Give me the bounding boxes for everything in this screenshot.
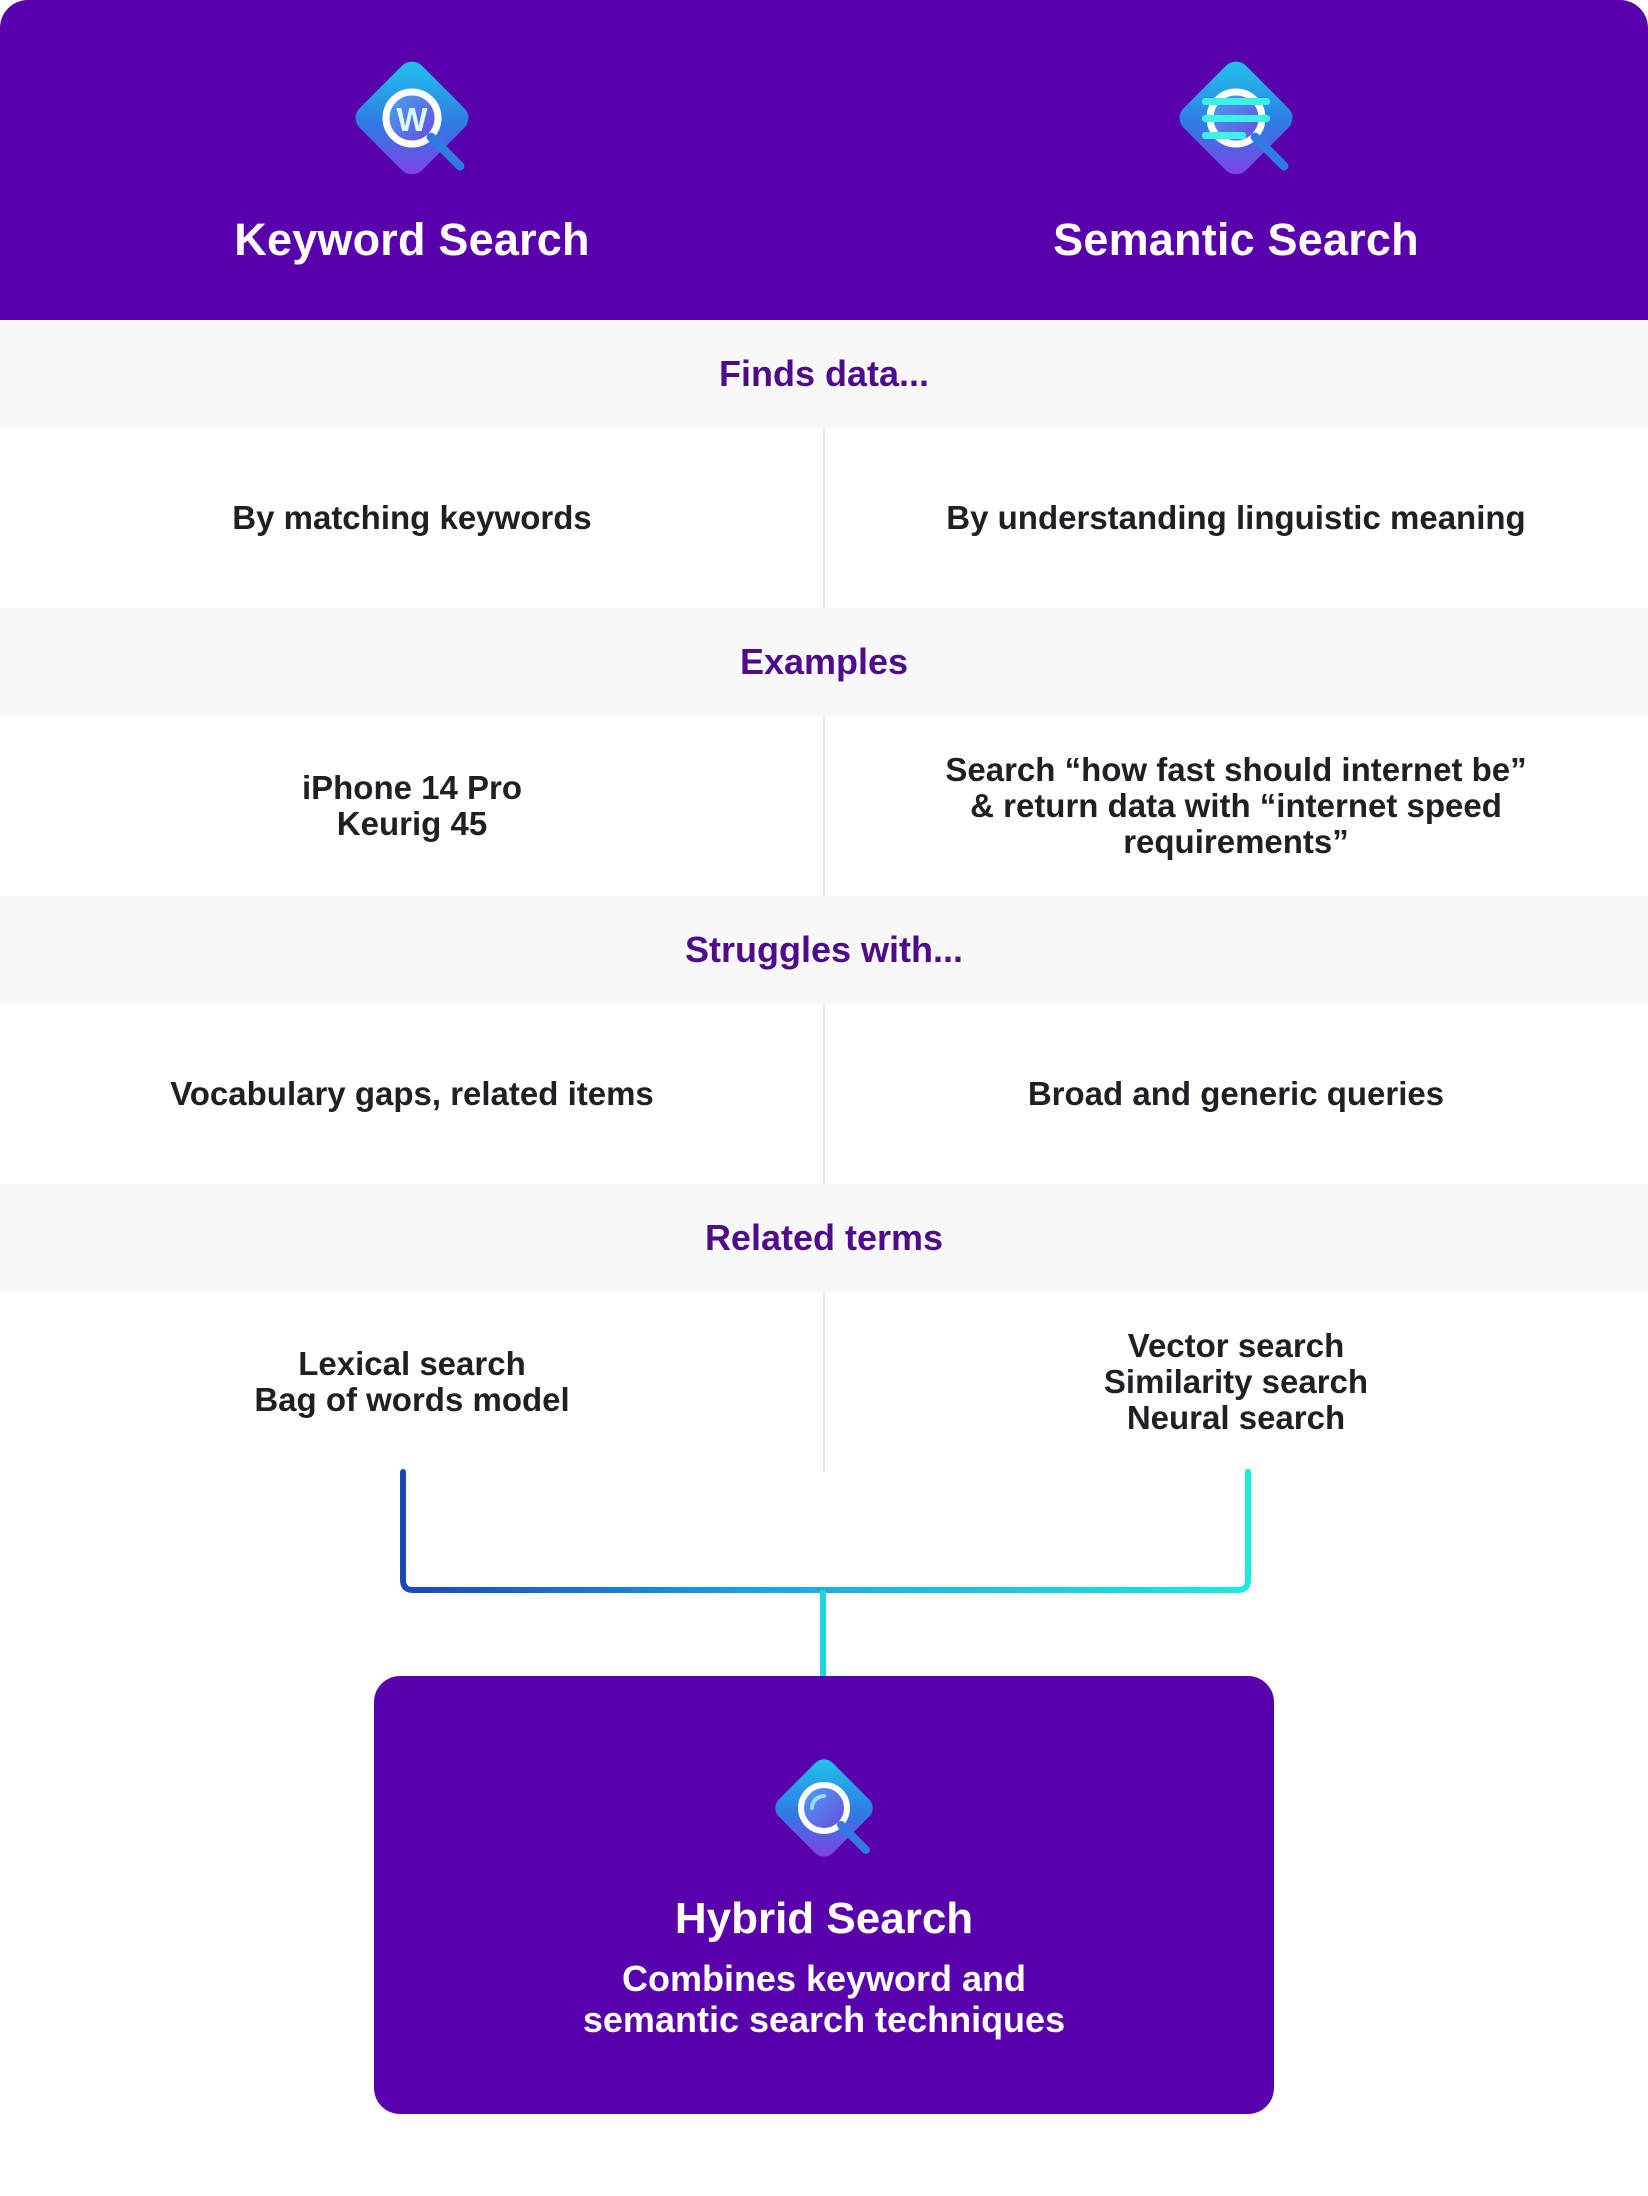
row-struggles-with: Vocabulary gaps, related items Broad and… [0, 1004, 1648, 1184]
section-title-related-terms: Related terms [0, 1184, 1648, 1292]
row-related-terms: Lexical search Bag of words model Vector… [0, 1292, 1648, 1472]
semantic-examples-cell: Search “how fast should internet be” & r… [824, 716, 1648, 896]
keyword-search-column-header: W Keyword Search [0, 0, 824, 320]
section-title-struggles-with: Struggles with... [0, 896, 1648, 1004]
column-divider [823, 1292, 825, 1472]
keyword-search-icon: W [355, 61, 469, 175]
semantic-search-column-header: Semantic Search [824, 0, 1648, 320]
semantic-search-icon [1179, 61, 1293, 175]
hybrid-search-title: Hybrid Search [674, 1894, 974, 1943]
cell-line: Search “how fast should internet be” [945, 751, 1527, 788]
hybrid-search-icon [775, 1759, 873, 1857]
cell-line: & return data with “internet speed [970, 787, 1502, 824]
cell-line: iPhone 14 Pro [301, 769, 523, 806]
cell-line: Bag of words model [254, 1381, 570, 1418]
cell-line: Vocabulary gaps, related items [170, 1075, 654, 1112]
column-divider [823, 716, 825, 896]
cell-line: Broad and generic queries [1027, 1075, 1445, 1112]
section-title-examples: Examples [0, 608, 1648, 716]
cell-line: Vector search [1127, 1327, 1345, 1364]
semantic-finds-data-cell: By understanding linguistic meaning [824, 428, 1648, 608]
merge-connector-path [400, 1469, 1251, 1593]
hybrid-description-line: semantic search techniques [582, 1999, 1066, 2040]
row-examples: iPhone 14 Pro Keurig 45 Search “how fast… [0, 716, 1648, 896]
cell-line: Neural search [1126, 1399, 1346, 1436]
keyword-search-title: Keyword Search [234, 214, 590, 265]
cell-line: Lexical search [298, 1345, 526, 1382]
comparison-header: W Keyword Search Semantic Search [0, 0, 1648, 320]
keyword-icon-letter: W [396, 101, 428, 138]
hybrid-search-description: Combines keyword and semantic search tec… [374, 1958, 1274, 2040]
hybrid-search-box: Hybrid Search Combines keyword and seman… [374, 1676, 1274, 2114]
semantic-related-terms-cell: Vector search Similarity search Neural s… [824, 1292, 1648, 1472]
keyword-related-terms-cell: Lexical search Bag of words model [0, 1292, 824, 1472]
semantic-struggles-cell: Broad and generic queries [824, 1004, 1648, 1184]
semantic-search-title: Semantic Search [1053, 214, 1419, 265]
cell-line: Similarity search [1103, 1363, 1369, 1400]
cell-line: Keurig 45 [336, 805, 488, 842]
keyword-examples-cell: iPhone 14 Pro Keurig 45 [0, 716, 824, 896]
column-divider [823, 428, 825, 608]
row-finds-data: By matching keywords By understanding li… [0, 428, 1648, 608]
merge-connector [400, 1469, 1251, 1678]
cell-line: requirements” [1123, 823, 1349, 860]
section-title-finds-data: Finds data... [0, 320, 1648, 428]
column-divider [823, 1004, 825, 1184]
cell-line: By understanding linguistic meaning [946, 499, 1526, 536]
cell-line: By matching keywords [232, 499, 592, 536]
keyword-finds-data-cell: By matching keywords [0, 428, 824, 608]
keyword-struggles-cell: Vocabulary gaps, related items [0, 1004, 824, 1184]
hybrid-description-line: Combines keyword and [621, 1958, 1027, 1999]
